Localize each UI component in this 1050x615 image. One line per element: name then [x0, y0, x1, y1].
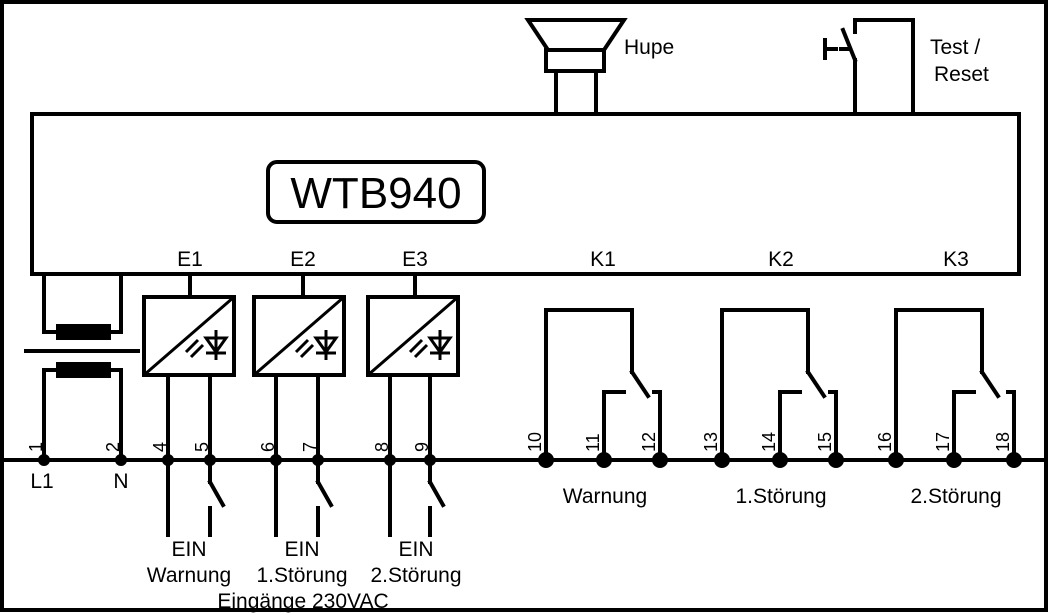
terminal-number: 14 [759, 432, 779, 452]
terminal-number: 16 [875, 432, 895, 452]
terminal-number: 2 [103, 442, 123, 452]
terminal-dot [652, 452, 668, 468]
horn-label: Hupe [624, 36, 674, 59]
terminal-dot [888, 452, 904, 468]
input-module-e1 [142, 272, 236, 462]
terminal-number: 5 [192, 442, 212, 452]
input-label-e2: E2 [290, 248, 316, 271]
terminal-dot [204, 454, 216, 466]
terminal-number: 12 [639, 432, 659, 452]
input-desc-e3-line1: EIN [398, 538, 433, 561]
relay-k3 [894, 308, 1016, 462]
test-reset-button-icon [823, 18, 915, 116]
terminal-dot [1006, 452, 1022, 468]
terminal-number: 11 [583, 433, 603, 452]
terminal-number: 6 [258, 442, 278, 452]
input-desc-e2-line2: 1.Störung [256, 564, 347, 587]
optocoupler-icon [408, 330, 453, 360]
inputs-caption: Eingänge 230VAC [217, 590, 388, 613]
test-label: Test / [930, 36, 980, 59]
terminal-number: 8 [372, 442, 392, 452]
terminal-number: 17 [933, 432, 953, 452]
relay-label-k3: K3 [943, 248, 969, 271]
terminal-numbers: 1 2 4 5 6 7 8 9 10 11 12 13 14 15 16 17 … [26, 432, 1013, 452]
relay-k2 [720, 308, 838, 462]
relay-desc-k2: 1.Störung [735, 485, 826, 508]
relay-label-k1: K1 [590, 248, 616, 271]
input-module-e3 [366, 272, 460, 462]
terminal-dots [38, 452, 1022, 468]
terminal-number: 15 [815, 432, 835, 452]
terminal-dot [596, 452, 612, 468]
terminal-number: 18 [993, 432, 1013, 452]
reset-label: Reset [934, 63, 989, 86]
relay-k1 [544, 308, 662, 462]
optocoupler-icon [294, 330, 339, 360]
terminal-dot [538, 452, 554, 468]
input-label-e3: E3 [402, 248, 428, 271]
terminal-dot [115, 454, 127, 466]
relay-label-k2: K2 [768, 248, 794, 271]
optocoupler-icon [184, 330, 229, 360]
terminal-number: 9 [412, 442, 432, 452]
horn-icon [524, 18, 628, 116]
terminal-dot [162, 454, 174, 466]
input-desc-e3-line2: 2.Störung [370, 564, 461, 587]
terminal-dot [424, 454, 436, 466]
model-name: WTB940 [290, 169, 461, 218]
input-label-e1: E1 [177, 248, 203, 271]
terminal-dot [312, 454, 324, 466]
input-desc-e1-line2: Warnung [147, 564, 231, 587]
transformer-icon [24, 272, 140, 462]
relay-desc-k3: 2.Störung [910, 485, 1001, 508]
terminal-number: 7 [300, 442, 320, 452]
power-label-l1: L1 [30, 470, 53, 493]
terminal-dot [384, 454, 396, 466]
terminal-number: 1 [26, 442, 46, 452]
terminal-number: 10 [525, 432, 545, 452]
terminal-dot [946, 452, 962, 468]
relay-desc-k1: Warnung [563, 485, 647, 508]
terminal-dot [772, 452, 788, 468]
terminal-dot [714, 452, 730, 468]
terminal-dot [270, 454, 282, 466]
model-name-box [266, 160, 486, 224]
terminal-dot [828, 452, 844, 468]
input-desc-e1-line1: EIN [171, 538, 206, 561]
terminal-dot [38, 454, 50, 466]
input-desc-e2-line1: EIN [284, 538, 319, 561]
input-module-e2 [252, 272, 346, 462]
input-switches [166, 458, 446, 537]
power-label-n: N [113, 470, 128, 493]
terminal-number: 13 [701, 432, 721, 452]
device-block [30, 112, 1021, 276]
terminal-number: 4 [150, 442, 170, 452]
